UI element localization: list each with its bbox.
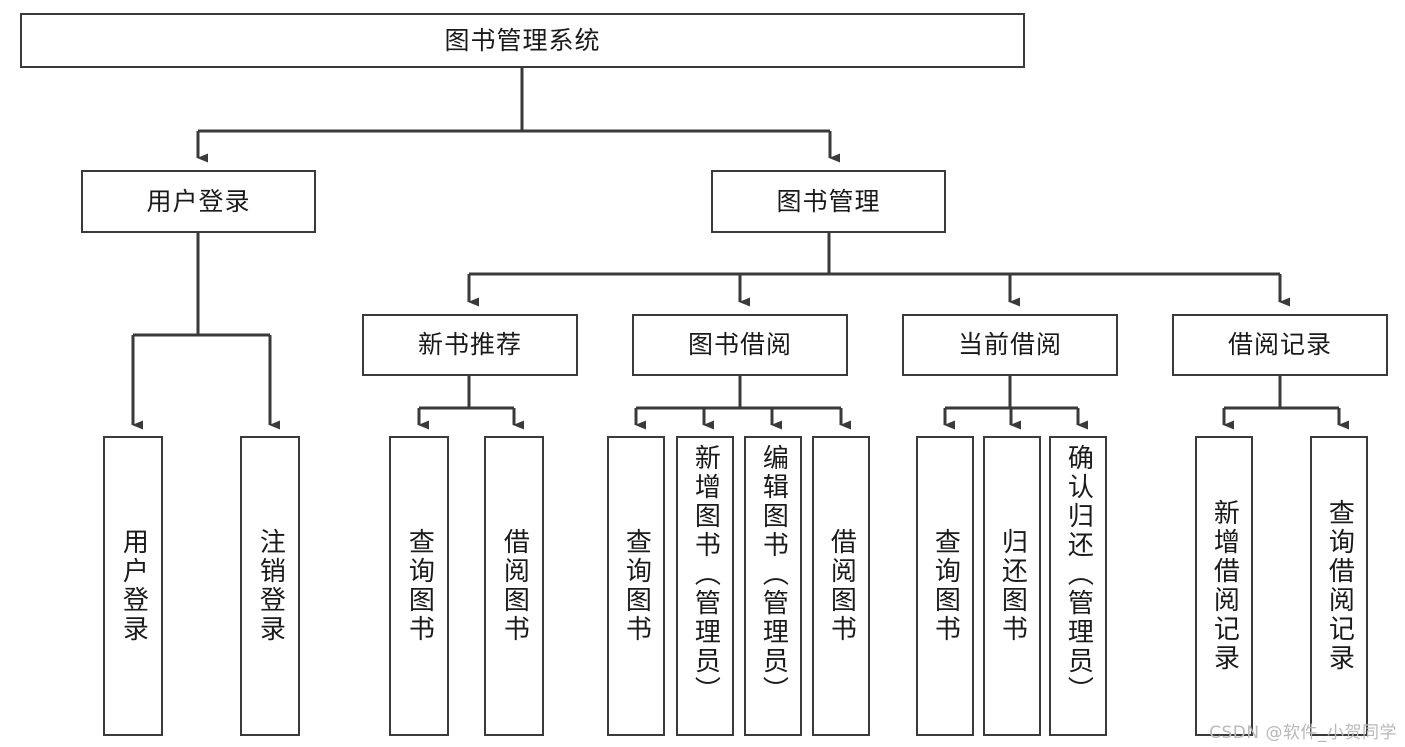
leaf-query-book-recommend[interactable]: 查询图书	[389, 436, 449, 736]
leaf-edit-book-admin-label: 编辑图书（管理员）	[758, 444, 789, 705]
leaf-borrow-book-recommend[interactable]: 借阅图书	[484, 436, 544, 736]
csdn-watermark: CSDN @软件_小贺同学	[1209, 723, 1397, 743]
leaf-query-book-borrow[interactable]: 查询图书	[607, 436, 665, 736]
leaf-query-book-current-label: 查询图书	[930, 528, 961, 644]
leaf-query-borrow-record-label: 查询借阅记录	[1324, 499, 1355, 673]
node-borrow-records-label: 借阅记录	[1227, 330, 1332, 360]
node-book-borrow[interactable]: 图书借阅	[632, 314, 848, 376]
node-new-book-recommend[interactable]: 新书推荐	[362, 314, 578, 376]
node-current-borrow[interactable]: 当前借阅	[902, 314, 1118, 376]
node-user-login[interactable]: 用户登录	[81, 170, 316, 233]
leaf-query-book-current[interactable]: 查询图书	[916, 436, 974, 736]
leaf-user-login-label: 用户登录	[118, 528, 149, 644]
leaf-borrow-book[interactable]: 借阅图书	[812, 436, 870, 736]
leaf-user-login[interactable]: 用户登录	[103, 436, 163, 736]
node-root-label: 图书管理系统	[444, 25, 601, 55]
leaf-add-book-admin-label: 新增图书（管理员）	[690, 444, 721, 705]
leaf-confirm-return-admin-label: 确认归还（管理员）	[1063, 444, 1094, 705]
leaf-return-book-label: 归还图书	[997, 528, 1028, 644]
leaf-add-borrow-record-label: 新增借阅记录	[1209, 499, 1240, 673]
leaf-edit-book-admin[interactable]: 编辑图书（管理员）	[744, 436, 802, 736]
node-book-borrow-label: 图书借阅	[687, 330, 792, 360]
leaf-borrow-book-recommend-label: 借阅图书	[499, 528, 530, 644]
leaf-logout-label: 注销登录	[255, 528, 286, 644]
leaf-logout[interactable]: 注销登录	[240, 436, 300, 736]
leaf-query-borrow-record[interactable]: 查询借阅记录	[1310, 436, 1368, 736]
node-root[interactable]: 图书管理系统	[20, 13, 1025, 68]
node-book-management[interactable]: 图书管理	[711, 170, 946, 233]
leaf-query-book-borrow-label: 查询图书	[621, 528, 652, 644]
node-user-login-label: 用户登录	[146, 186, 251, 216]
leaf-return-book[interactable]: 归还图书	[983, 436, 1041, 736]
leaf-borrow-book-label: 借阅图书	[826, 528, 857, 644]
leaf-add-book-admin[interactable]: 新增图书（管理员）	[676, 436, 734, 736]
leaf-add-borrow-record[interactable]: 新增借阅记录	[1195, 436, 1253, 736]
leaf-query-book-recommend-label: 查询图书	[404, 528, 435, 644]
node-borrow-records[interactable]: 借阅记录	[1172, 314, 1388, 376]
node-current-borrow-label: 当前借阅	[957, 330, 1062, 360]
leaf-confirm-return-admin[interactable]: 确认归还（管理员）	[1049, 436, 1107, 736]
node-new-book-recommend-label: 新书推荐	[417, 330, 522, 360]
node-book-management-label: 图书管理	[776, 186, 881, 216]
